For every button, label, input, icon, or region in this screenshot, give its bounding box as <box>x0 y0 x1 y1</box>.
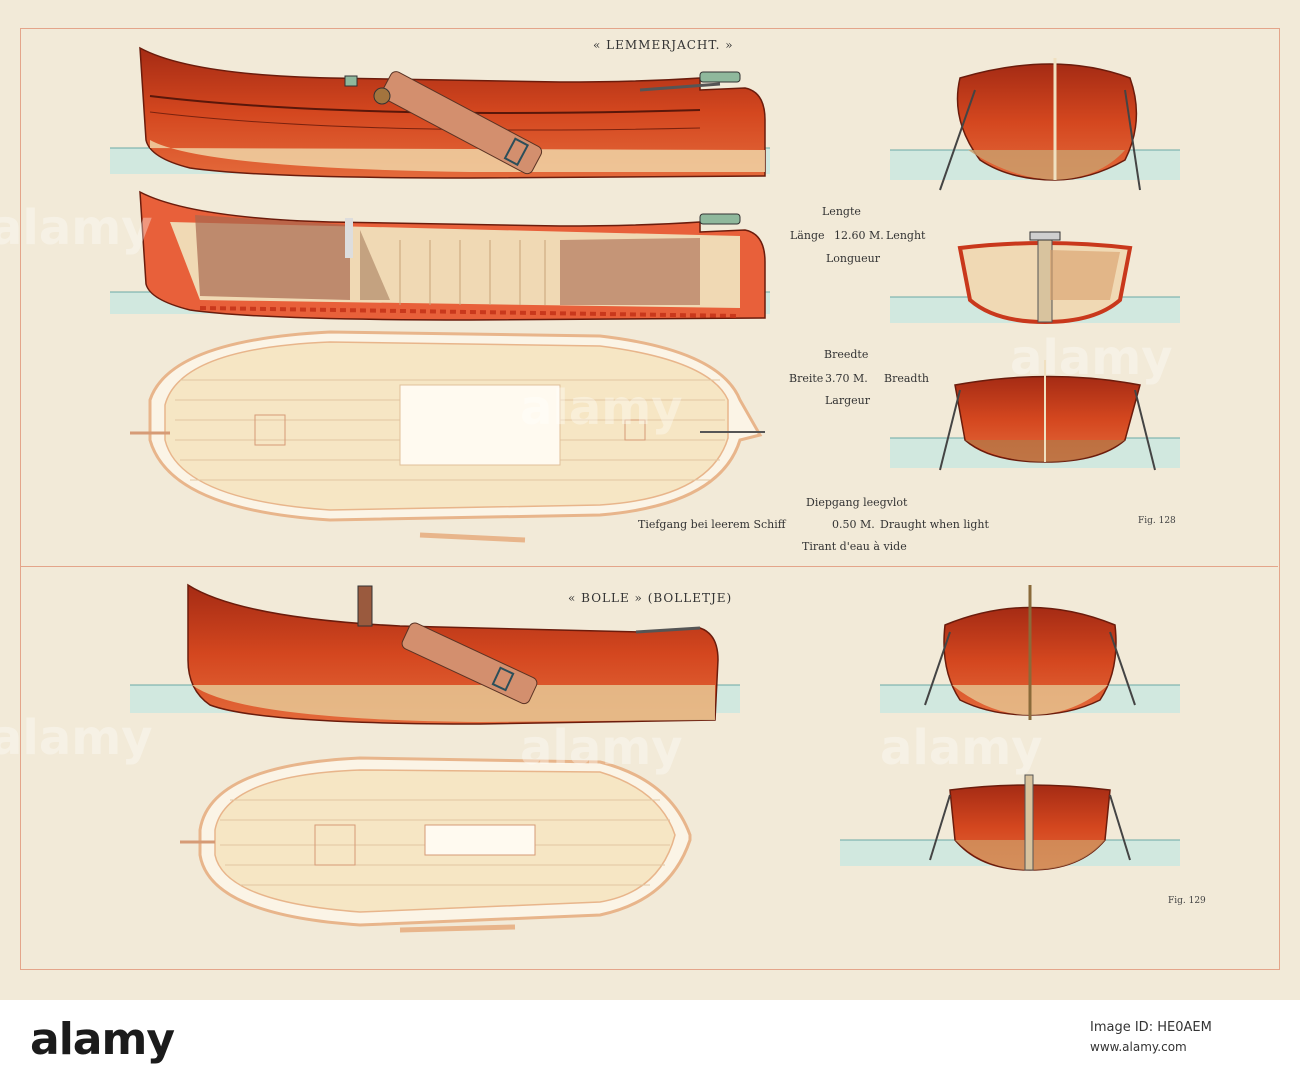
breadth-value: 3.70 M. <box>825 372 868 385</box>
watermark: alamy <box>520 380 683 436</box>
watermark: alamy <box>0 710 153 766</box>
breadth-label-nl: Breedte <box>824 348 869 361</box>
plate-border <box>20 28 1280 970</box>
draught-label-fr: Tirant d'eau à vide <box>802 540 907 553</box>
bolle-side-view <box>187 583 719 725</box>
length-label-de: Länge <box>790 229 825 242</box>
boat-illustrations <box>110 46 1180 933</box>
length-label-nl: Lengte <box>822 205 861 218</box>
bolle-end-views <box>924 585 1136 871</box>
bolle-plan-view <box>180 756 692 933</box>
title-bolle: « BOLLE » (BOLLETJE) <box>568 591 733 605</box>
draught-label-en: Draught when light <box>880 518 989 531</box>
length-label-en: Lenght <box>886 229 926 242</box>
title-lemmerjacht: « LEMMERJACHT. » <box>593 38 734 52</box>
draught-value: 0.50 M. <box>832 518 875 531</box>
watermark: alamy <box>0 200 153 256</box>
lemmerjacht-side-view <box>139 46 766 179</box>
lemmerjacht-end-views <box>939 58 1156 471</box>
plate: « LEMMERJACHT. » « BOLLE » (BOLLETJE) Le… <box>0 28 1280 970</box>
footer-bar: alamy Image ID: HE0AEM www.alamy.com <box>0 1000 1300 1075</box>
lemmerjacht-section-view <box>139 190 766 321</box>
site-url: www.alamy.com <box>1090 1040 1187 1054</box>
draught-label-de: Tiefgang bei leerem Schiff <box>638 518 786 531</box>
plate-divider <box>20 566 1278 567</box>
figure-number-128: Fig. 128 <box>1138 516 1176 526</box>
watermark: alamy <box>1010 330 1173 386</box>
figure-number-129: Fig. 129 <box>1168 896 1206 906</box>
length-label-fr: Longueur <box>826 252 880 265</box>
image-id: Image ID: HE0AEM <box>1090 1020 1212 1035</box>
lemmerjacht-plan-view <box>130 330 765 543</box>
watermark: alamy <box>520 720 683 776</box>
alamy-logo: alamy <box>30 1014 175 1065</box>
watermark: alamy <box>880 720 1043 776</box>
draught-label-nl: Diepgang leegvlot <box>806 496 908 509</box>
breadth-label-en: Breadth <box>884 372 929 385</box>
length-value: 12.60 M. <box>834 229 884 242</box>
breadth-label-fr: Largeur <box>825 394 871 407</box>
breadth-label-de: Breite <box>789 372 824 385</box>
